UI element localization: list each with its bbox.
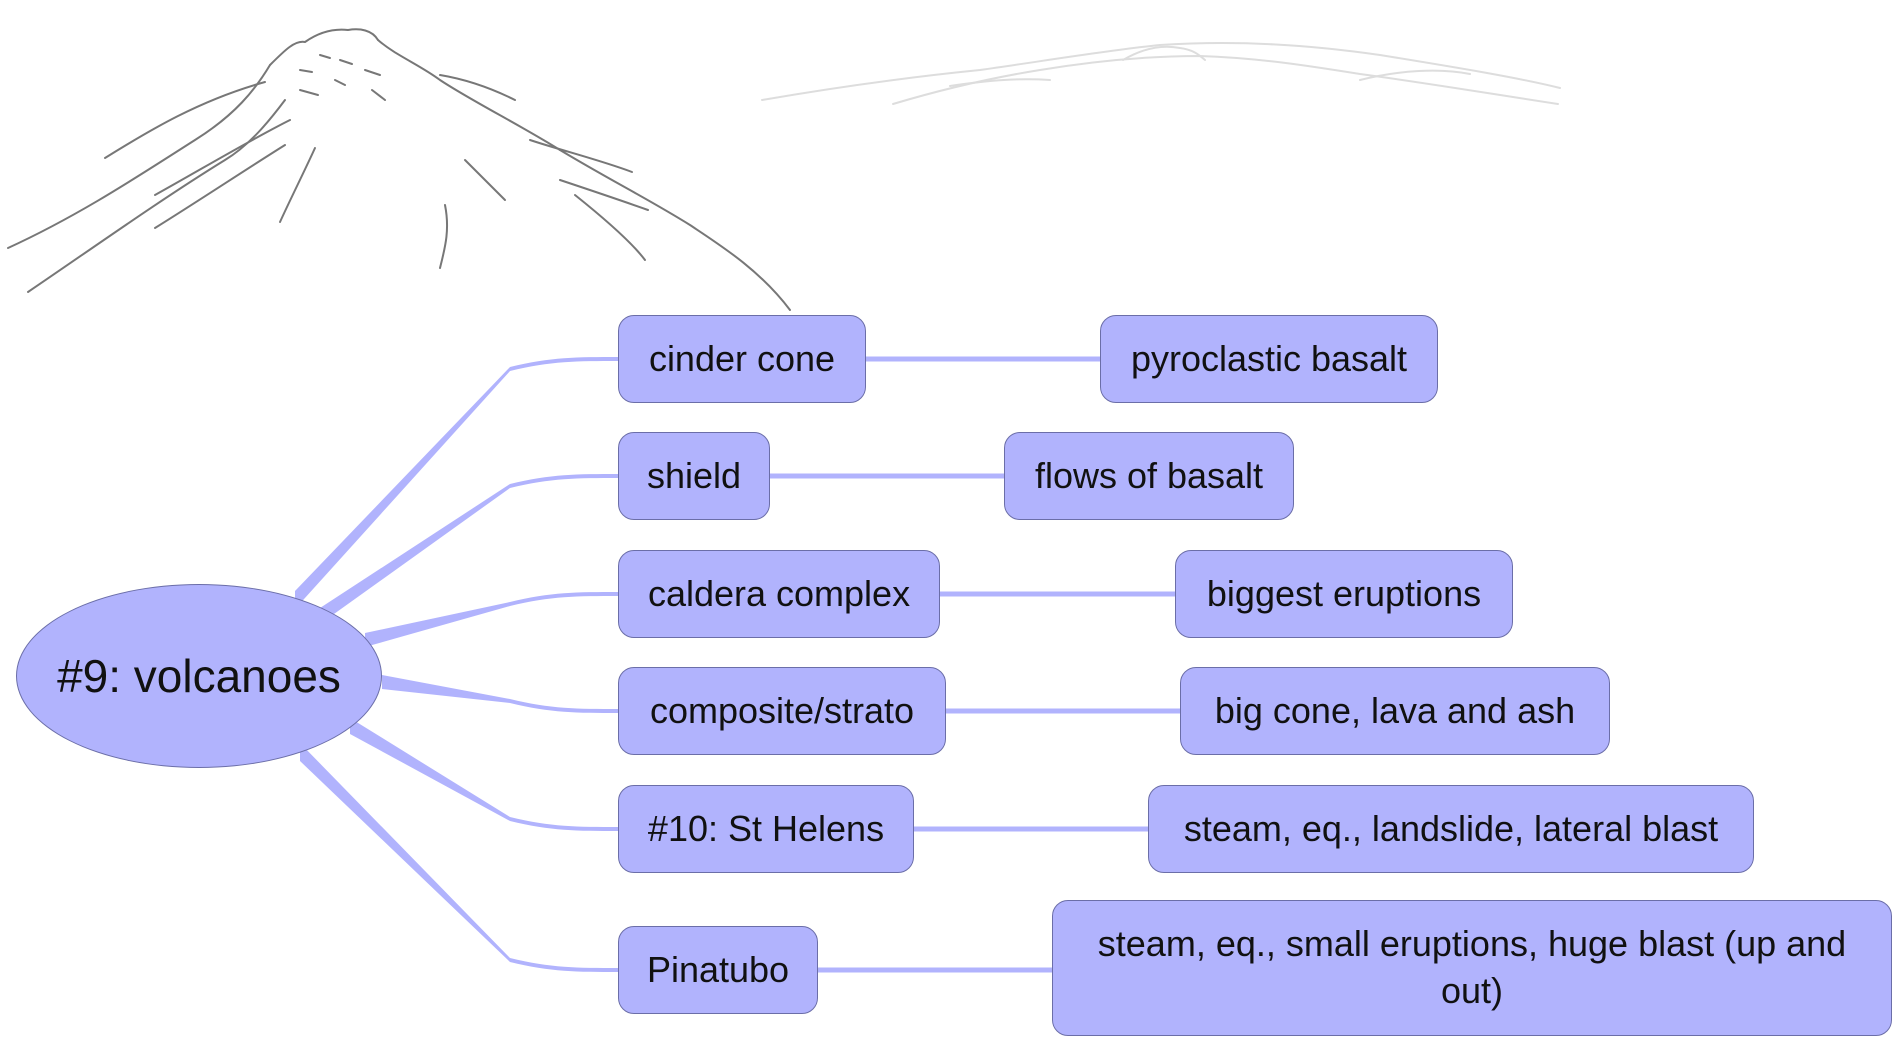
subtopic-node-2[interactable]: flows of basalt xyxy=(1004,432,1294,520)
volcano-sketch xyxy=(7,28,791,311)
central-topic[interactable]: #9: volcanoes xyxy=(16,584,382,768)
faint-mountain-sketch xyxy=(761,42,1561,105)
branch-node-3[interactable]: caldera complex xyxy=(618,550,940,638)
branch-connector-1 xyxy=(295,357,618,609)
branch-node-6[interactable]: Pinatubo xyxy=(618,926,818,1014)
branch-connector-5 xyxy=(350,718,618,831)
branch-node-5[interactable]: #10: St Helens xyxy=(618,785,914,873)
branch-connector-2 xyxy=(320,474,618,624)
subtopic-node-3[interactable]: biggest eruptions xyxy=(1175,550,1513,638)
branch-connector-6 xyxy=(300,743,618,972)
subtopic-node-5[interactable]: steam, eq., landslide, lateral blast xyxy=(1148,785,1754,873)
branch-node-1[interactable]: cinder cone xyxy=(618,315,866,403)
subtopic-node-4[interactable]: big cone, lava and ash xyxy=(1180,667,1610,755)
branch-connector-3 xyxy=(365,592,618,647)
subtopic-node-1[interactable]: pyroclastic basalt xyxy=(1100,315,1438,403)
branch-connector-4 xyxy=(382,675,618,713)
branch-node-4[interactable]: composite/strato xyxy=(618,667,946,755)
subtopic-node-6[interactable]: steam, eq., small eruptions, huge blast … xyxy=(1052,900,1892,1036)
branch-node-2[interactable]: shield xyxy=(618,432,770,520)
